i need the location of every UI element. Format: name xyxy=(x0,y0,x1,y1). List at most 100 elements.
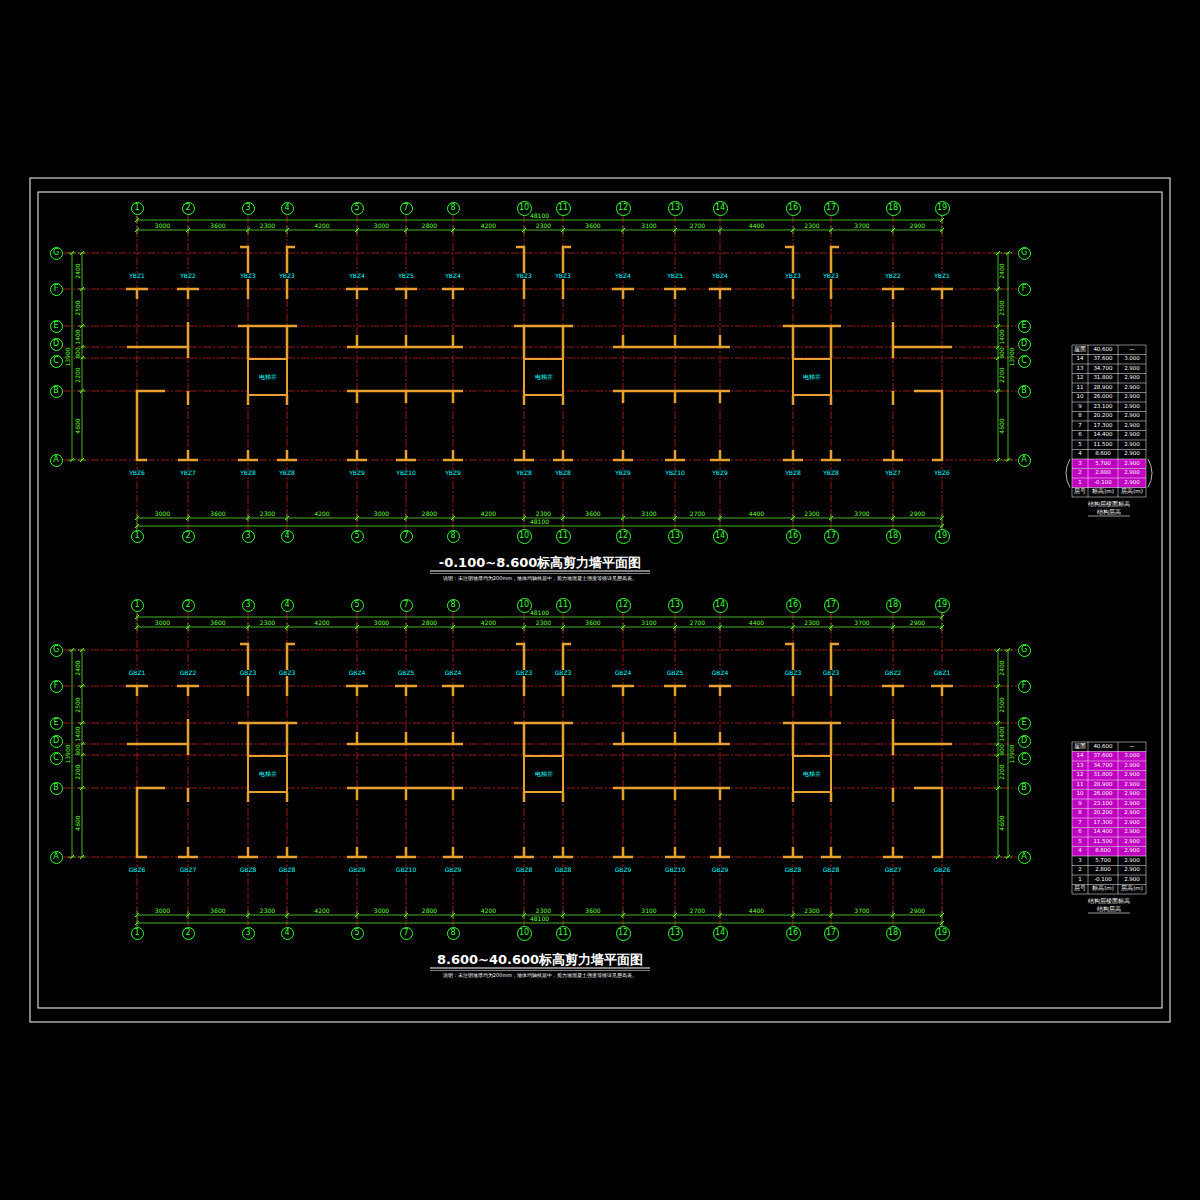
shear-wall xyxy=(405,732,408,744)
dimension-tick xyxy=(246,913,250,917)
axis-label: 4 xyxy=(284,601,289,609)
table-cell: 12 xyxy=(1076,376,1085,382)
table-rule xyxy=(1072,478,1146,479)
dimension-text: 1400 xyxy=(75,328,81,345)
dimension-text: 4200 xyxy=(480,908,497,914)
axis-label: 8 xyxy=(450,532,455,540)
axis-label: 14 xyxy=(715,601,725,609)
wall-member-tag: GBZ10 xyxy=(664,867,687,873)
axis-label: 7 xyxy=(403,204,408,212)
table-cell: 2.900 xyxy=(1123,461,1141,467)
shear-wall xyxy=(719,732,722,744)
shear-wall xyxy=(792,792,795,802)
dimension-tick xyxy=(673,516,677,520)
shear-wall xyxy=(286,395,289,405)
table-cell: 2.900 xyxy=(1123,376,1141,382)
axis-grid-line xyxy=(63,253,1017,254)
table-cell: 屋面 xyxy=(1073,347,1087,353)
table-cell: 2 xyxy=(1077,471,1083,477)
shear-wall xyxy=(452,788,455,800)
dimension-text: 4200 xyxy=(313,223,330,229)
shear-wall xyxy=(187,322,190,358)
table-rule xyxy=(1072,865,1146,866)
axis-bubble: 12 xyxy=(616,926,631,941)
axis-bubble: 11 xyxy=(556,598,571,613)
dimension-text: 2200 xyxy=(999,763,1005,780)
shear-wall xyxy=(674,391,677,403)
wall-member-tag: GBZ8 xyxy=(515,867,534,873)
dimension-tick xyxy=(246,516,250,520)
dimension-text: 2700 xyxy=(689,908,706,914)
shear-wall xyxy=(613,743,730,746)
wall-member-tag: GBZ2 xyxy=(884,670,903,676)
dimension-line xyxy=(137,220,942,221)
axis-bubble: 19 xyxy=(935,529,950,544)
axis-label: 18 xyxy=(888,929,898,937)
table-cell: 2.900 xyxy=(1123,782,1141,788)
shear-wall xyxy=(674,686,677,696)
axis-bubble: 2 xyxy=(182,599,195,612)
dimension-text: 2200 xyxy=(75,763,81,780)
table-rule xyxy=(1072,761,1146,762)
dimension-line xyxy=(72,253,73,460)
axis-bubble: F xyxy=(50,283,63,296)
dimension-text: 2200 xyxy=(999,366,1005,383)
axis-bubble: 16 xyxy=(786,529,801,544)
wall-member-tag: GBZ8 xyxy=(278,867,297,873)
dimension-text: 4600 xyxy=(999,814,1005,831)
wall-member-tag: GBZ1 xyxy=(128,670,147,676)
dimension-text: 2300 xyxy=(803,511,820,517)
axis-label: 11 xyxy=(558,532,568,540)
table-rule xyxy=(1072,799,1146,800)
table-cell: 26.000 xyxy=(1092,792,1113,798)
wall-member-tag: YBZ9 xyxy=(614,470,632,476)
dimension-text: 2800 xyxy=(421,908,438,914)
table-cell: 屋面 xyxy=(1073,744,1087,750)
dimension-line xyxy=(137,230,942,231)
shear-wall xyxy=(187,719,190,755)
dimension-tick xyxy=(355,913,359,917)
axis-label: 1 xyxy=(134,532,139,540)
axis-label: D xyxy=(1021,737,1027,745)
dimension-tick xyxy=(718,913,722,917)
shear-wall xyxy=(674,847,677,857)
table-cell: 14 xyxy=(1076,357,1085,363)
table-cell: — xyxy=(1128,744,1136,750)
axis-bubble: 4 xyxy=(281,530,294,543)
axis-label: C xyxy=(53,357,59,365)
axis-bubble: 4 xyxy=(281,599,294,612)
wall-member-tag: YBZ6 xyxy=(933,470,951,476)
dimension-tick xyxy=(70,251,74,255)
table-cell: 34.700 xyxy=(1092,763,1113,769)
table-rule xyxy=(1072,497,1146,498)
shear-wall xyxy=(830,723,833,755)
dimension-line xyxy=(137,526,942,527)
table-rule xyxy=(1072,411,1146,412)
axis-bubble: 5 xyxy=(351,927,364,940)
shear-wall xyxy=(137,391,165,460)
dimension-text: 48100 xyxy=(529,916,550,922)
wall-member-tag: GBZ5 xyxy=(666,670,685,676)
dimension-text: 2300 xyxy=(535,908,552,914)
table-cell: 40.600 xyxy=(1092,347,1113,353)
dimension-tick xyxy=(621,913,625,917)
wall-member-tag: GBZ7 xyxy=(884,867,903,873)
shear-wall xyxy=(523,792,526,802)
table-header: 层高(m) xyxy=(1120,490,1144,496)
axis-label: G xyxy=(1021,646,1027,654)
shear-wall xyxy=(719,391,722,403)
axis-bubble: 5 xyxy=(351,530,364,543)
dimension-text: 13900 xyxy=(65,346,71,367)
axis-grid-line xyxy=(137,612,138,926)
axis-label: 19 xyxy=(937,929,947,937)
table-cell: 2.800 xyxy=(1094,868,1112,874)
axis-label: 3 xyxy=(245,204,250,212)
dimension-tick xyxy=(70,855,74,859)
table-rule xyxy=(1072,345,1073,497)
axis-label: D xyxy=(53,340,59,348)
axis-label: A xyxy=(53,853,58,861)
table-header: 层高(m) xyxy=(1120,887,1144,893)
axis-label: 19 xyxy=(937,601,947,609)
shear-wall xyxy=(622,847,625,857)
axis-label: 5 xyxy=(354,532,359,540)
